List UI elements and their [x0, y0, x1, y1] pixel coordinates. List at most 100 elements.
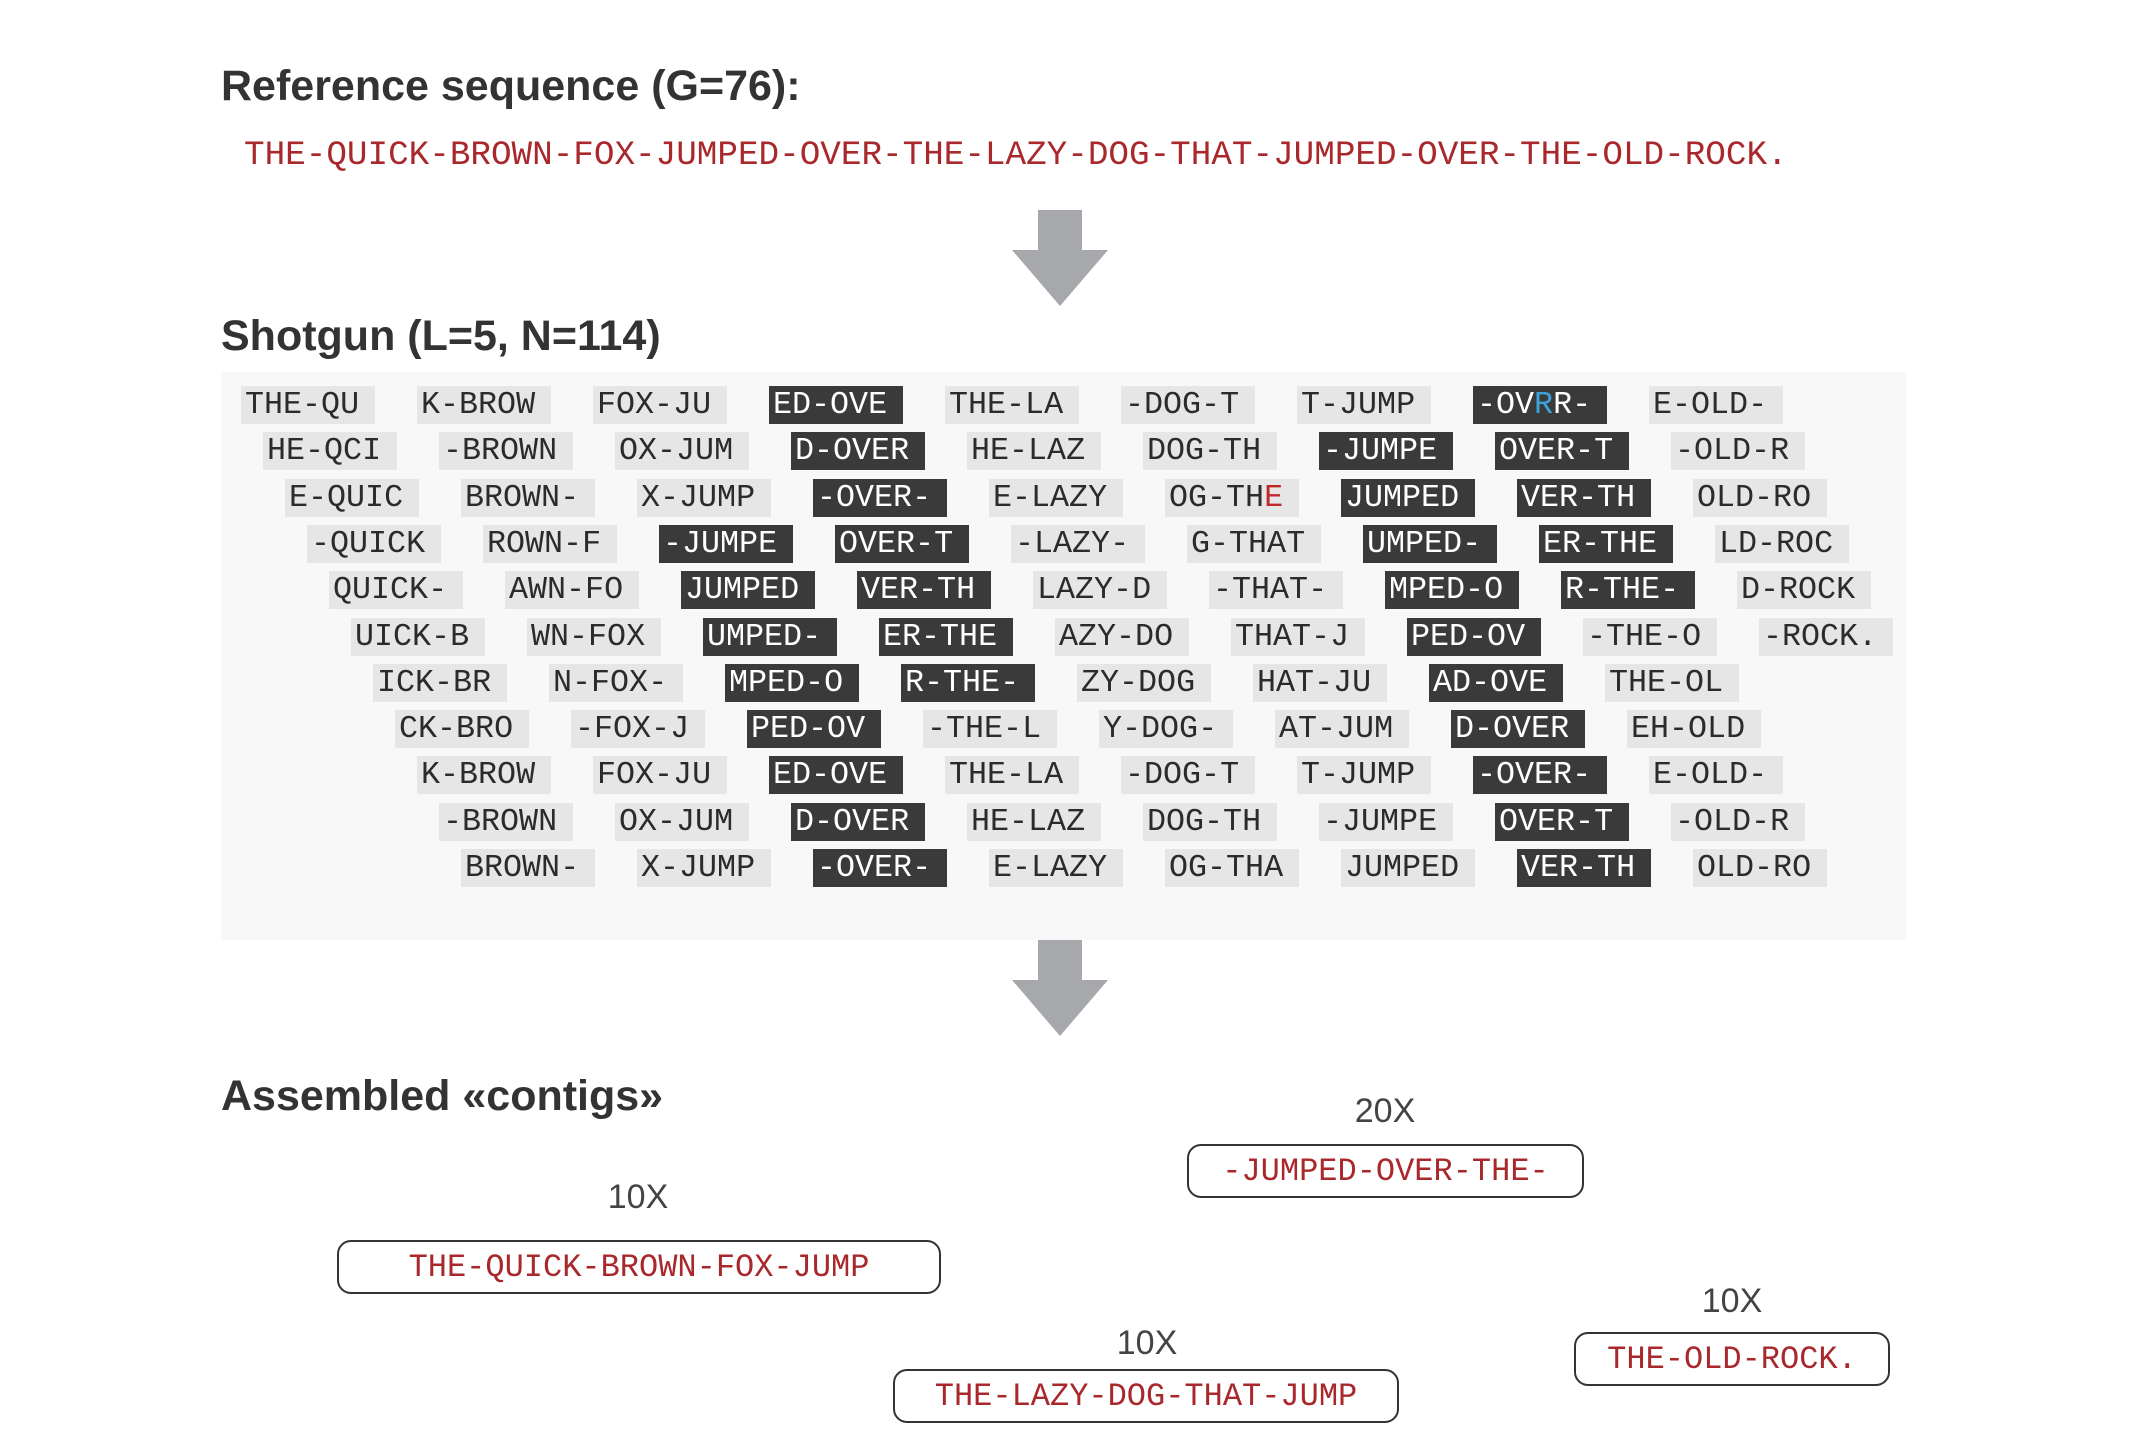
sequence-read: D-OVER — [791, 432, 925, 471]
read-bases: OLD-RO — [1697, 479, 1812, 516]
read-bases: -LAZY- — [1015, 525, 1130, 562]
sequence-read: -OLD-R — [1671, 802, 1805, 841]
read-bases: R-THE- — [1565, 572, 1680, 609]
sequence-read: G-THAT — [1187, 524, 1321, 563]
sequence-read: JUMPED — [1341, 478, 1475, 517]
read-bases: -ROCK. — [1763, 618, 1878, 655]
sequence-read: -OLD-R — [1671, 432, 1805, 471]
read-bases: R- — [1553, 387, 1592, 423]
read-bases: D-OVER — [795, 803, 910, 840]
read-bases: ZY-DOG — [1081, 664, 1196, 701]
sequence-read: DOG-TH — [1143, 432, 1277, 471]
sequence-read: E-OLD- — [1649, 386, 1783, 424]
read-bases: -OVER- — [817, 479, 932, 516]
sequence-read: HAT-JU — [1253, 663, 1387, 702]
read-bases: -THE-L — [927, 711, 1042, 748]
read-bases: Y-DOG- — [1103, 711, 1218, 748]
read-bases: THE-QU — [245, 387, 360, 423]
sequence-read: -DOG-T — [1121, 756, 1255, 795]
sequence-read: AZY-DO — [1055, 617, 1189, 656]
read-bases: THE-LA — [949, 757, 1064, 794]
read-bases: EH-OLD — [1631, 711, 1746, 748]
sequence-read: UMPED- — [1363, 524, 1497, 563]
read-bases: VER-TH — [1521, 850, 1636, 886]
read-bases: OX-JUM — [619, 433, 734, 470]
sequence-read: -OVER- — [1473, 756, 1607, 795]
sequence-read: OVER-T — [1495, 802, 1629, 841]
sequence-read: R-THE- — [901, 663, 1035, 702]
read-bases: OVER-T — [1499, 803, 1614, 840]
read-bases: -JUMPE — [1323, 433, 1438, 470]
read-bases: -FOX-J — [575, 711, 690, 748]
read-bases: AT-JUM — [1279, 711, 1394, 748]
contig-box: THE-QUICK-BROWN-FOX-JUMP — [337, 1240, 941, 1294]
read-bases: -OVER- — [817, 850, 932, 886]
sequence-read: EH-OLD — [1627, 710, 1761, 749]
read-bases: QUICK- — [333, 572, 448, 609]
sequence-read: CK-BRO — [395, 710, 529, 749]
sequence-read: VER-TH — [1517, 478, 1651, 517]
read-bases: BROWN- — [465, 479, 580, 516]
sequence-read: MPED-O — [1385, 571, 1519, 610]
read-bases: PED-OV — [751, 711, 866, 748]
read-bases: MPED-O — [1389, 572, 1504, 609]
sequence-read: PED-OV — [1407, 617, 1541, 656]
sequence-read: OVER-T — [1495, 432, 1629, 471]
read-bases: LAZY-D — [1037, 572, 1152, 609]
reference-sequence: THE-QUICK-BROWN-FOX-JUMPED-OVER-THE-LAZY… — [244, 136, 1788, 175]
sequence-read: AWN-FO — [505, 571, 639, 610]
sequence-read: JUMPED — [681, 571, 815, 610]
sequence-read: LD-ROC — [1715, 524, 1849, 563]
sequence-read: K-BROW — [417, 756, 551, 795]
read-bases: LD-ROC — [1719, 525, 1834, 562]
read-bases: MPED-O — [729, 664, 844, 701]
read-bases: T-JUMP — [1301, 387, 1416, 423]
sequence-read: ER-THE — [1539, 524, 1673, 563]
sequence-read: E-QUIC — [285, 478, 419, 517]
sequence-read: Y-DOG- — [1099, 710, 1233, 749]
contig-coverage: 10X — [1116, 1324, 1178, 1362]
sequence-read: DOG-TH — [1143, 802, 1277, 841]
sequence-read: OVER-T — [835, 524, 969, 563]
sequence-read: HE-QCI — [263, 432, 397, 471]
sequence-read: -OVER- — [813, 849, 947, 887]
sequence-read: -OVER- — [813, 478, 947, 517]
read-bases: OVER-T — [839, 525, 954, 562]
sequence-read: BROWN- — [461, 849, 595, 887]
sequence-read: -THE-L — [923, 710, 1057, 749]
sequence-read: BROWN- — [461, 478, 595, 517]
sequence-read: -ROCK. — [1759, 617, 1893, 656]
read-bases: D-OVER — [1455, 711, 1570, 748]
sequence-read: THE-QU — [241, 386, 375, 424]
sequence-read: -DOG-T — [1121, 386, 1255, 424]
sequence-read: -OVRR- — [1473, 386, 1607, 424]
read-bases: ROWN-F — [487, 525, 602, 562]
sequence-read: MPED-O — [725, 663, 859, 702]
read-bases: JUMPED — [1345, 479, 1460, 516]
read-bases: UMPED- — [707, 618, 822, 655]
read-bases: DOG-TH — [1147, 433, 1262, 470]
sequence-read: ICK-BR — [373, 663, 507, 702]
sequence-read: THE-OL — [1605, 663, 1739, 702]
read-bases: JUMPED — [1345, 850, 1460, 886]
sequence-read: FOX-JU — [593, 386, 727, 424]
reference-heading: Reference sequence (G=76): — [221, 62, 801, 110]
read-bases: -OLD-R — [1675, 433, 1790, 470]
read-bases: E-LAZY — [993, 850, 1108, 886]
read-bases: R-THE- — [905, 664, 1020, 701]
sequence-read: E-OLD- — [1649, 756, 1783, 795]
sequence-read: OG-THE — [1165, 478, 1299, 517]
read-bases: -OLD-R — [1675, 803, 1790, 840]
read-bases: -BROWN — [443, 433, 558, 470]
sequence-read: D-OVER — [791, 802, 925, 841]
read-bases: E-OLD- — [1653, 757, 1768, 794]
sequence-read: OG-THA — [1165, 849, 1299, 887]
read-bases: DOG-TH — [1147, 803, 1262, 840]
read-bases: -OV — [1477, 387, 1535, 423]
sequence-read: HE-LAZ — [967, 802, 1101, 841]
contig-box: THE-LAZY-DOG-THAT-JUMP — [893, 1369, 1399, 1423]
read-bases: ER-THE — [883, 618, 998, 655]
read-bases: T-JUMP — [1301, 757, 1416, 794]
read-bases: D-OVER — [795, 433, 910, 470]
read-bases: K-BROW — [421, 387, 536, 423]
